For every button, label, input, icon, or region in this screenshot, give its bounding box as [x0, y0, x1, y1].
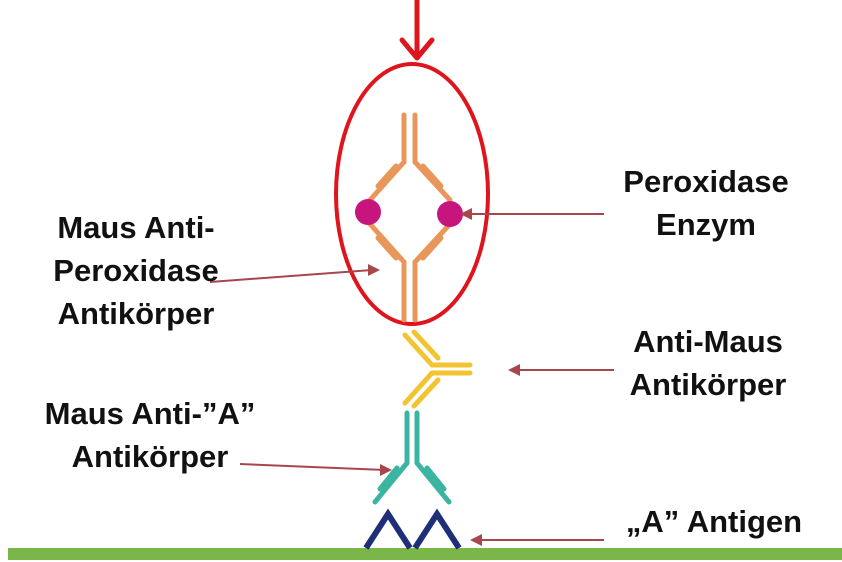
label-line: Maus Anti-”A”: [10, 392, 290, 435]
label-line: „A” Antigen: [594, 500, 834, 543]
surface-line: [8, 548, 842, 560]
anti-maus-antibody: [405, 332, 470, 406]
label-line: Antikörper: [588, 363, 828, 406]
enzyme-dot-right: [437, 201, 463, 227]
label-antigen: „A” Antigen: [594, 500, 834, 543]
anti-a-antibody: [375, 413, 449, 502]
label-line: Antikörper: [10, 435, 290, 478]
pointer-peroxidase-enzym: [460, 208, 604, 220]
label-line: Enzym: [586, 203, 826, 246]
label-line: Antikörper: [16, 292, 256, 335]
label-anti-maus: Anti-Maus Antikörper: [588, 320, 828, 406]
label-line: Peroxidase: [16, 249, 256, 292]
enzyme-dot-left: [355, 199, 381, 225]
label-line: Peroxidase: [586, 160, 826, 203]
highlight-ellipse: [336, 64, 488, 324]
top-arrow: [402, 0, 432, 58]
label-maus-anti-a: Maus Anti-”A” Antikörper: [10, 392, 290, 478]
label-line: Anti-Maus: [588, 320, 828, 363]
label-maus-anti-peroxidase: Maus Anti- Peroxidase Antikörper: [16, 206, 256, 335]
antigen-shape: [366, 514, 459, 548]
label-line: Maus Anti-: [16, 206, 256, 249]
label-peroxidase-enzym: Peroxidase Enzym: [586, 160, 826, 246]
pointer-antigen: [470, 534, 604, 546]
